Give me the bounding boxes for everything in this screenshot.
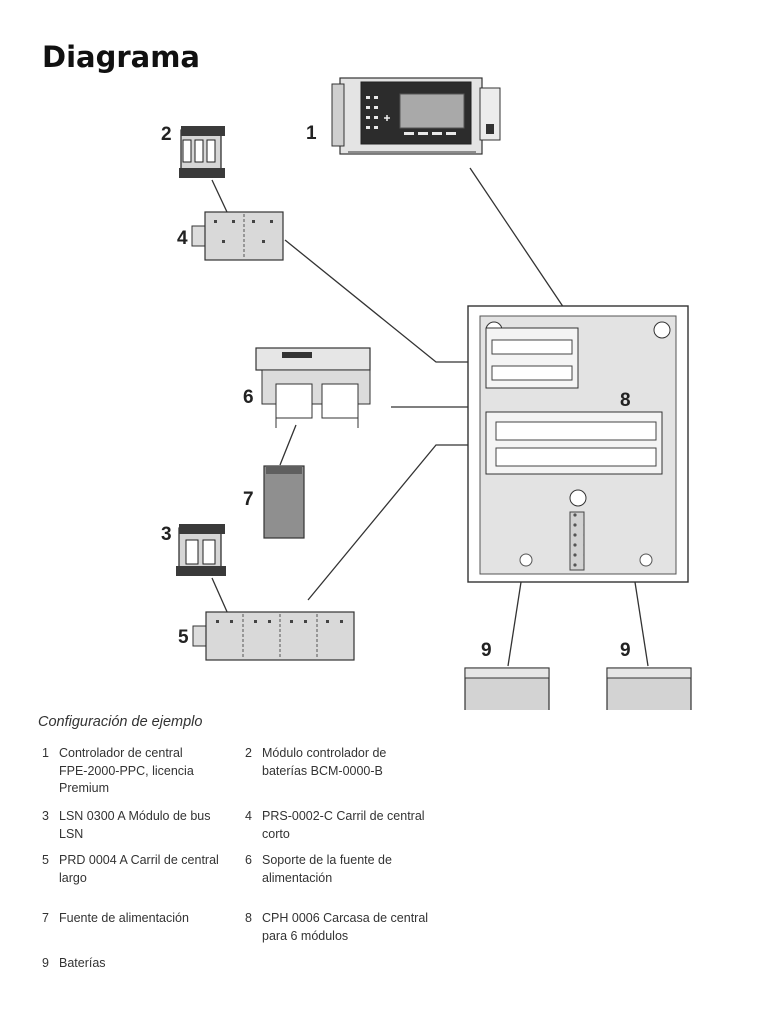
power-supply-illustration	[263, 465, 305, 539]
legend-text-line: corto	[262, 826, 290, 841]
legend-text-line: Premium	[59, 781, 110, 795]
legend-text-line: Baterías	[59, 956, 106, 970]
legend-text-line: para 6 módulos	[262, 928, 349, 943]
caption: Configuración de ejemplo	[38, 714, 203, 730]
callout-3: 3	[161, 524, 172, 545]
short-rail-illustration	[191, 211, 284, 261]
legend-text-line: LSN	[59, 826, 84, 841]
legend-text-line: Soporte de la fuente de	[262, 853, 392, 867]
legend-text-line: LSN 0300 A Módulo de bus	[59, 809, 211, 823]
callout-9-right: 9	[620, 640, 631, 661]
legend-number: 9	[42, 956, 49, 970]
legend-number: 3	[42, 809, 49, 823]
legend-number: 2	[245, 746, 252, 760]
legend-text: Soporte de la fuente de alimentación	[262, 852, 392, 887]
battery-controller-module-illustration	[179, 126, 225, 178]
legend-text: Módulo controlador de baterías BCM-0000-B	[262, 745, 386, 780]
callout-7: 7	[243, 489, 254, 510]
legend-number: 4	[245, 809, 252, 823]
callout-2: 2	[161, 124, 172, 145]
callout-8: 8	[620, 390, 631, 411]
page-title: Diagrama	[42, 40, 200, 74]
lsn-bus-module-illustration	[176, 524, 226, 576]
callout-1: 1	[306, 123, 317, 144]
legend-number: 6	[245, 853, 252, 867]
power-supply-bracket-illustration	[255, 347, 371, 428]
callout-4: 4	[177, 228, 188, 249]
legend-text: Fuente de alimentación	[59, 910, 189, 928]
legend-text-line: Módulo controlador de	[262, 746, 387, 760]
legend-text: PRS-0002-C Carril de central corto	[262, 808, 425, 843]
legend-number: 7	[42, 911, 49, 925]
panel-controller-illustration	[331, 77, 501, 155]
battery-left-illustration	[464, 667, 550, 710]
legend-text-line: CPH 0006 Carcasa de central	[262, 911, 429, 925]
legend-number: 1	[42, 746, 49, 760]
legend-text-line: baterías BCM-0000-B	[262, 763, 383, 778]
legend-text-line: PRD 0004 A Carril de central	[59, 853, 219, 867]
legend-number: 8	[245, 911, 252, 925]
legend-text: Baterías	[59, 955, 106, 973]
legend-text: PRD 0004 A Carril de central largo	[59, 852, 219, 887]
callout-9-left: 9	[481, 640, 492, 661]
legend-number: 5	[42, 853, 49, 867]
legend-text-line: FPE-2000-PPC, licencia	[59, 763, 194, 778]
battery-right-illustration	[606, 667, 692, 710]
long-rail-illustration	[192, 611, 355, 661]
callout-6: 6	[243, 387, 254, 408]
legend-text-line: PRS-0002-C Carril de central	[262, 809, 425, 823]
legend-text-line: largo	[59, 870, 87, 885]
callout-5: 5	[178, 627, 189, 648]
legend-text-line: alimentación	[262, 870, 333, 885]
legend-text-line: Fuente de alimentación	[59, 911, 189, 925]
legend-text: CPH 0006 Carcasa de central para 6 módulo…	[262, 910, 428, 945]
legend-text-line: Controlador de central	[59, 746, 183, 760]
system-diagram: 1 2 4 6 8 7 3 5 9 9	[161, 77, 692, 710]
panel-housing-illustration	[467, 305, 689, 583]
